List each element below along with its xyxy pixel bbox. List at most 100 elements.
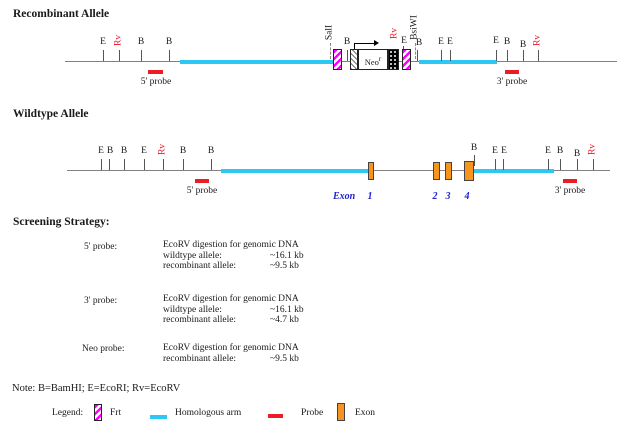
legend-title: Legend: (52, 408, 84, 418)
legend-exon-label: Exon (355, 408, 376, 418)
restriction-site-tick (450, 50, 451, 61)
site-label-bamhi: B (573, 149, 581, 159)
restriction-site-tick (347, 50, 348, 61)
legend-probe-label: Probe (301, 408, 324, 418)
restriction-site-tick (183, 159, 184, 170)
homologous-arm-left-wildtype (221, 169, 368, 173)
screening-strategy-title: Screening Strategy: (13, 216, 110, 228)
fragment-size: ~9.5 kb (270, 261, 299, 271)
restriction-site-tick (163, 159, 164, 170)
homologous-arm-right-recombinant (419, 60, 497, 64)
allele-name: recombinant allele: (163, 315, 237, 325)
restriction-site-tick (548, 159, 549, 170)
exon-number-4: 4 (464, 191, 470, 202)
restriction-site-tick (593, 159, 594, 170)
site-label-bamhi: B (106, 146, 114, 156)
exon-legend-swatch (337, 403, 345, 421)
restriction-site-tick (577, 159, 578, 170)
restriction-site-tick (144, 159, 145, 170)
site-label-ecori: E (447, 37, 453, 47)
restriction-site-tick (101, 159, 102, 170)
restriction-site-tick (441, 50, 442, 61)
allele-name: wildtype allele: (163, 250, 222, 261)
site-label-ecorv: Rv (532, 34, 543, 47)
homologous-arm-left-recombinant (180, 60, 333, 64)
transcription-arrow-head-icon (374, 40, 379, 46)
neo-label: Neo (364, 56, 379, 67)
site-label-ecorv: Rv (587, 143, 598, 156)
site-label-bamhi: B (519, 40, 527, 50)
homologous-arm-legend-swatch (150, 415, 167, 419)
site-label-bamhi: B (343, 37, 351, 47)
restriction-site-tick (124, 159, 125, 170)
site-label-bamhi: B (503, 37, 511, 47)
restriction-site-tick (560, 159, 561, 170)
frt-legend-swatch (94, 404, 102, 421)
digestion-line: EcoRV digestion for genomic DNA (163, 294, 299, 304)
allele-name: wildtype allele: (163, 304, 222, 315)
probe-row-label: 3' probe: (84, 296, 118, 306)
restriction-site-tick (119, 50, 120, 61)
screening-row: wildtype allele:~16.1 kb (163, 305, 304, 316)
fragment-size: ~4.7 kb (270, 315, 299, 325)
site-label-ecorv: Rv (157, 143, 168, 156)
site-label-bamhi: B (470, 143, 478, 153)
restriction-site-tick (109, 159, 110, 170)
exon-4-box (464, 161, 474, 181)
site-label-bamhi: B (556, 146, 564, 156)
restriction-site-tick (211, 159, 212, 170)
restriction-site-tick (538, 50, 539, 61)
three-prime-probe-bar-recombinant (505, 70, 519, 74)
enzyme-note: Note: B=BamHI; E=EcoRI; Rv=EcoRV (12, 383, 181, 394)
site-label-ecorv: Rv (113, 34, 124, 47)
exon-number-2: 2 (432, 191, 438, 202)
screening-block-neo-probe: EcoRV digestion for genomic DNA recombin… (163, 343, 299, 364)
transcription-arrow-riser (354, 43, 355, 49)
screening-row: recombinant allele:~9.5 kb (163, 354, 299, 365)
site-label-ecori: E (492, 146, 498, 156)
neo-superscript: r (378, 55, 382, 63)
site-label-ecori: E (100, 37, 106, 47)
exon-3-box (445, 162, 452, 180)
screening-row: recombinant allele: ~9.5 kb (163, 261, 304, 272)
restriction-site-tick (141, 50, 142, 61)
frt-site-right (402, 49, 411, 70)
site-label-sali: SalI (324, 24, 335, 41)
probe-row-label: 5' probe: (84, 242, 118, 252)
three-prime-probe-bar-wildtype (563, 179, 577, 183)
probe-legend-swatch (268, 414, 283, 418)
polya-dotted-box (388, 49, 399, 70)
site-label-bamhi: B (207, 146, 215, 156)
neo-cassette-box: Neor (358, 49, 388, 70)
promoter-hatched-box (350, 49, 358, 70)
sali-dashed-connector (330, 43, 331, 59)
five-prime-probe-label: 5' probe (186, 186, 218, 196)
restriction-site-tick (474, 155, 475, 166)
exon-1-box (368, 162, 374, 180)
restriction-site-tick (495, 159, 496, 170)
digestion-line: EcoRV digestion for genomic DNA (163, 343, 299, 353)
screening-block-5-probe: EcoRV digestion for genomic DNA wildtype… (163, 240, 304, 272)
site-label-ecori: E (438, 37, 444, 47)
restriction-site-tick (507, 50, 508, 61)
exon-number-1: 1 (367, 191, 373, 202)
bsiwi-dashed-connector (415, 43, 416, 59)
digestion-line: EcoRV digestion for genomic DNA (163, 240, 299, 250)
site-label-bamhi: B (137, 37, 145, 47)
exon-2-box (433, 162, 440, 180)
allele-name: recombinant allele: (163, 353, 237, 364)
site-label-ecori: E (501, 146, 507, 156)
five-prime-probe-bar-wildtype (195, 179, 209, 183)
restriction-site-tick (496, 50, 497, 61)
exon-word-label: Exon (333, 191, 356, 202)
site-label-ecori: E (493, 36, 499, 46)
allele-name: recombinant allele: (163, 261, 237, 271)
probe-row-label: Neo probe: (82, 344, 125, 354)
site-label-ecori: E (545, 146, 551, 156)
three-prime-probe-label: 3' probe (496, 77, 528, 87)
site-label-ecori: E (141, 146, 147, 156)
fragment-size: ~16.1 kb (270, 250, 304, 261)
restriction-site-tick (103, 50, 104, 61)
site-label-ecori: E (98, 146, 104, 156)
